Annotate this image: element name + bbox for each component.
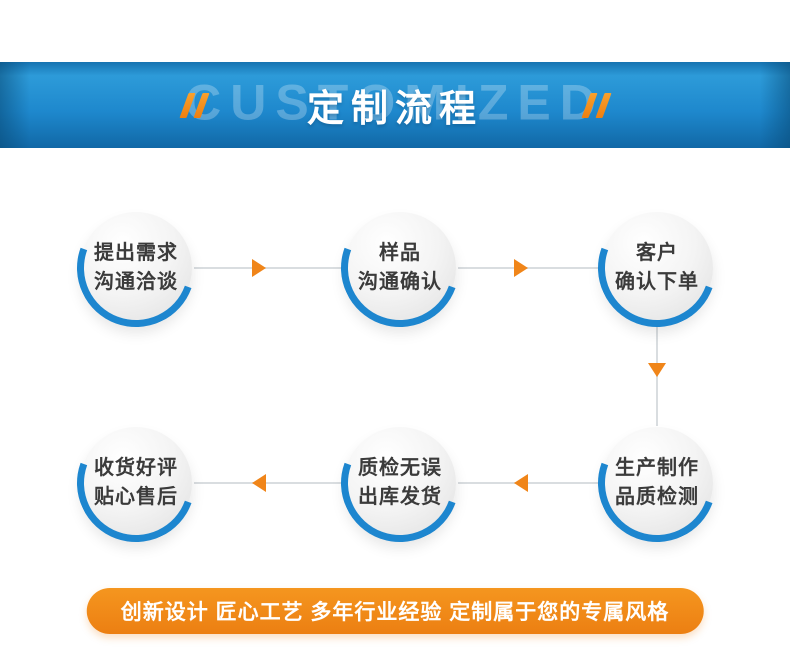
- step-line: 生产制作: [615, 457, 699, 479]
- step-line: 沟通洽谈: [94, 271, 178, 293]
- step-aftersale: 收货好评 贴心售后: [57, 404, 215, 562]
- step-sample: 样品 沟通确认: [321, 189, 479, 347]
- connector-line: [458, 482, 601, 484]
- step-order: 客户 确认下单: [578, 189, 736, 347]
- ribbon-fold-left: [0, 62, 30, 148]
- step-line: 收货好评: [94, 457, 178, 479]
- step-line: 样品: [379, 242, 421, 264]
- arrow-right-icon: [252, 259, 266, 277]
- step-requirements: 提出需求 沟通洽谈: [57, 189, 215, 347]
- arrow-down-icon: [648, 363, 666, 377]
- step-line: 提出需求: [94, 242, 178, 264]
- step-line: 客户: [636, 242, 678, 264]
- banner-watermark: CUSTOMIZED: [185, 74, 605, 131]
- step-line: 出库发货: [358, 486, 442, 508]
- step-line: 确认下单: [615, 271, 699, 293]
- accent-slashes-left-icon: [179, 93, 210, 118]
- step-production: 生产制作 品质检测: [578, 404, 736, 562]
- arrow-left-icon: [252, 474, 266, 492]
- step-shipping: 质检无误 出库发货: [321, 404, 479, 562]
- connector-line: [458, 267, 601, 269]
- connector-line: [194, 267, 344, 269]
- arrow-left-icon: [514, 474, 528, 492]
- ribbon-fold-right: [760, 62, 790, 148]
- step-line: 沟通确认: [358, 271, 442, 293]
- connector-line: [194, 482, 344, 484]
- footer-banner: 创新设计 匠心工艺 多年行业经验 定制属于您的专属风格: [86, 588, 704, 634]
- step-line: 质检无误: [358, 457, 442, 479]
- banner-ribbon: CUSTOMIZED 定制流程: [0, 62, 790, 148]
- step-line: 贴心售后: [94, 486, 178, 508]
- step-line: 品质检测: [615, 486, 699, 508]
- arrow-right-icon: [514, 259, 528, 277]
- footer-slogan: 创新设计 匠心工艺 多年行业经验 定制属于您的专属风格: [120, 601, 670, 624]
- accent-slashes-right-icon: [581, 93, 612, 118]
- banner-title: 定制流程: [307, 88, 483, 129]
